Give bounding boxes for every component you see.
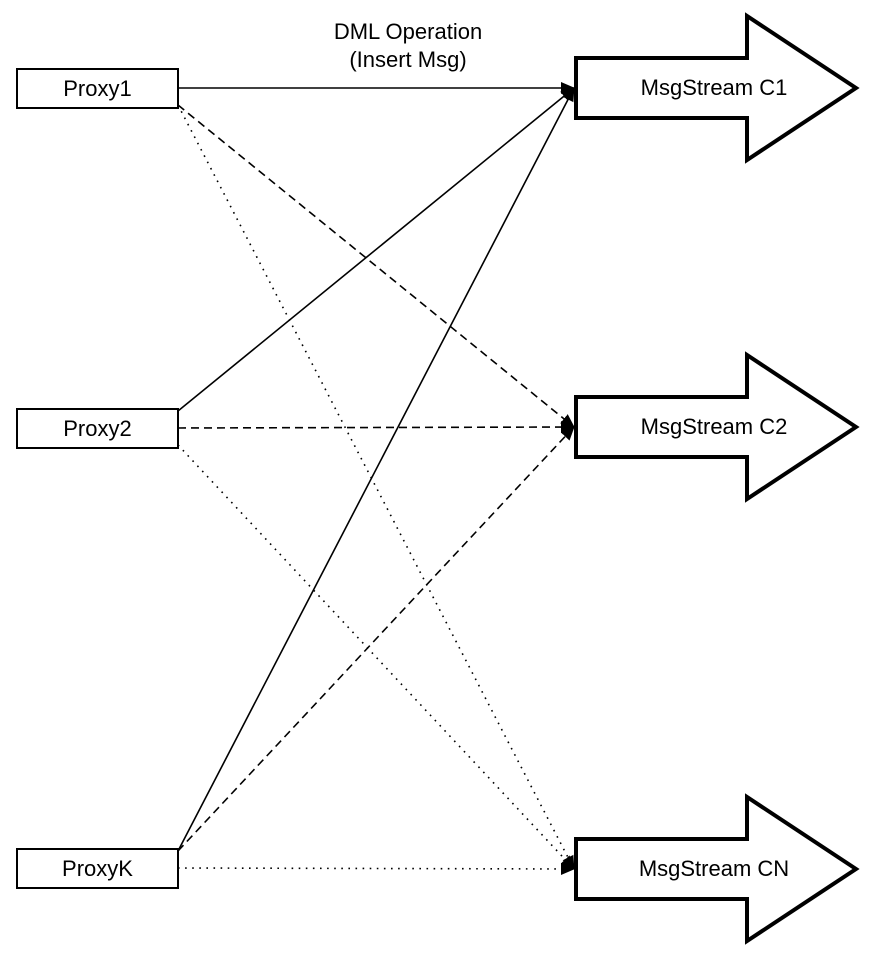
msgstream-c1-arrow	[574, 12, 860, 164]
proxyk-label: ProxyK	[62, 855, 133, 881]
msgstream-c2-label: MsgStream C2	[640, 414, 788, 439]
proxy1-label: Proxy1	[63, 75, 132, 101]
edge-proxy2-c2	[177, 421, 575, 434]
proxyk-node: ProxyK	[16, 848, 179, 889]
stream-arrows	[574, 12, 860, 945]
diagram-title-line2: (Insert Msg)	[349, 47, 467, 72]
edge-proxy2-cn	[177, 444, 575, 870]
edge-proxy1-cn	[177, 104, 575, 870]
diagram-title-line1: DML Operation	[333, 19, 483, 44]
msgstream-c1-label: MsgStream C1	[640, 75, 788, 100]
msgstream-cn-arrow	[574, 793, 860, 945]
edge-proxy2-c1	[177, 87, 575, 412]
edge-proxyk-c2	[177, 426, 575, 852]
diagram-title: DML Operation (Insert Msg)	[256, 18, 560, 74]
proxy1-node: Proxy1	[16, 68, 179, 109]
edge-lines	[177, 82, 575, 875]
edge-proxyk-cn	[177, 862, 575, 875]
msgstream-c2-arrow	[574, 351, 860, 503]
edge-proxyk-c1	[177, 87, 575, 852]
msgstream-cn-label: MsgStream CN	[638, 856, 790, 881]
edge-proxy1-c2	[177, 104, 575, 428]
proxy2-label: Proxy2	[63, 415, 132, 441]
proxy2-node: Proxy2	[16, 408, 179, 449]
